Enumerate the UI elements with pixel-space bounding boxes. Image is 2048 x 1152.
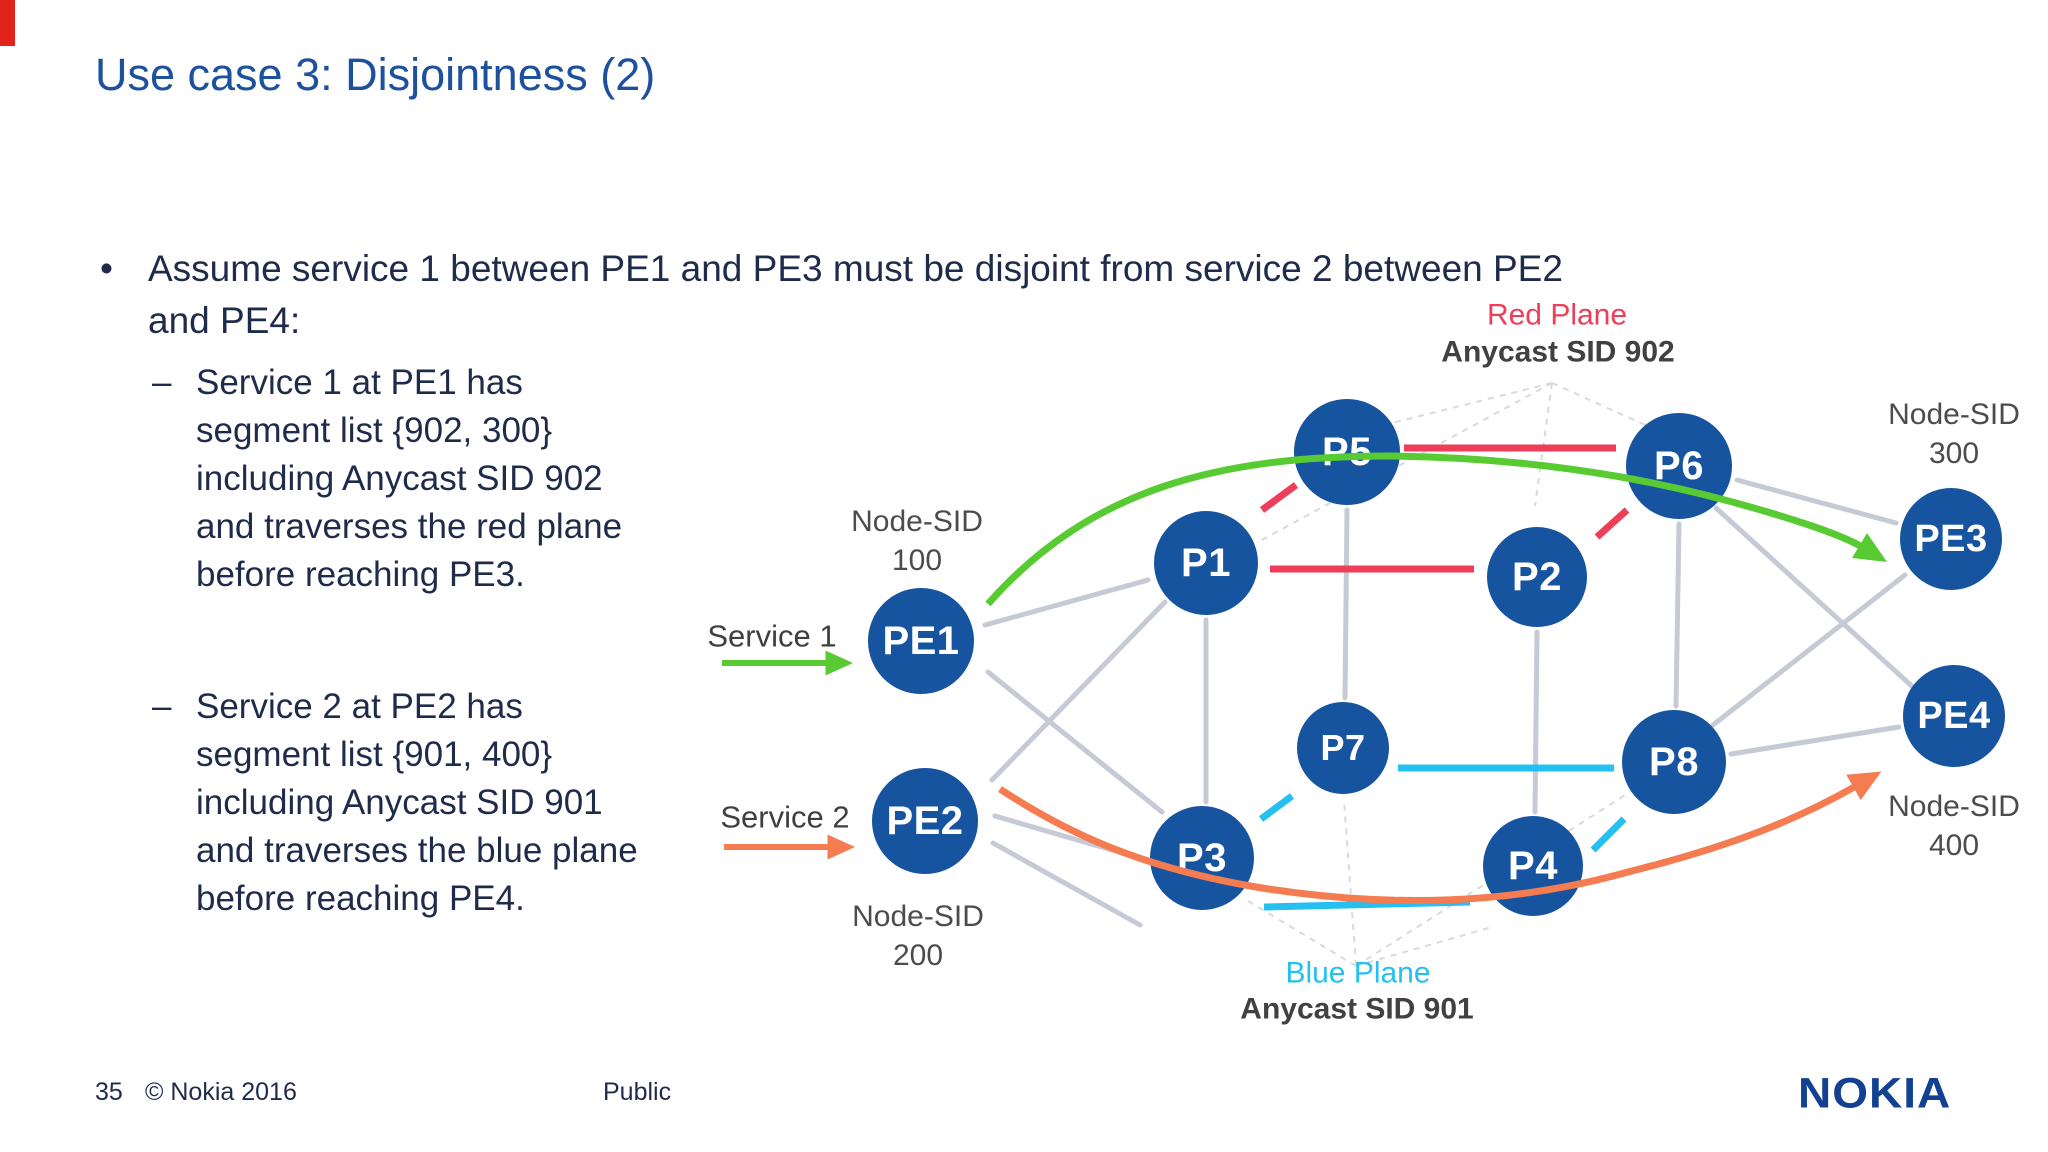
- link-p6-p8: [1673, 521, 1682, 709]
- bullet-line: and traverses the red plane: [196, 507, 623, 546]
- bullet-line: including Anycast SID 902: [196, 459, 603, 498]
- bullet-marker: •: [100, 248, 113, 289]
- bullet-service2: – Service 2 at PE2 has segment list {901…: [152, 683, 638, 923]
- fan-red-p1: [1257, 382, 1553, 543]
- bullet-service1: – Service 1 at PE1 has segment list {902…: [152, 359, 622, 599]
- node-p2: P2: [1487, 527, 1587, 627]
- bullet-line: segment list {902, 300}: [196, 411, 553, 450]
- node-pe4: PE4: [1903, 665, 2005, 767]
- fan-blue-p7: [1343, 799, 1357, 967]
- bullet-line: including Anycast SID 901: [196, 783, 603, 822]
- bullet-line: and traverses the blue plane: [196, 831, 638, 870]
- red-link-p1-p5: [1259, 482, 1299, 513]
- node-sid-200-label: Node-SID 200: [852, 900, 984, 972]
- node-p1: P1: [1154, 511, 1258, 615]
- service1-route-arrow: [985, 452, 1888, 607]
- anycast-sid-902-label: Anycast SID 902: [1441, 335, 1675, 369]
- dash-marker: –: [152, 687, 172, 726]
- gray-links: [982, 477, 1917, 928]
- bullet-main-line: and PE4:: [148, 300, 301, 341]
- fan-blue-p3: [1247, 900, 1357, 967]
- node-p8: P8: [1622, 710, 1726, 814]
- link-pe1-p3: [985, 669, 1165, 815]
- blue-link-p4-p8: [1590, 816, 1627, 853]
- service2-route-arrow: [998, 771, 1882, 905]
- nokia-logo: NOKIA: [1798, 1069, 1952, 1117]
- nokia-red-accent: [0, 0, 15, 46]
- bullet-line: Service 1 at PE1 has: [196, 363, 523, 402]
- node-p5: P5: [1294, 399, 1400, 505]
- blue-plane-label: Blue Plane: [1285, 956, 1431, 990]
- node-sid-300-label: Node-SID 300: [1888, 398, 2020, 470]
- red-plane-links: [1259, 444, 1630, 573]
- copyright-text: © Nokia 2016: [145, 1078, 297, 1106]
- node-sid-400-label: Node-SID 400: [1888, 790, 2020, 862]
- dash-marker: –: [152, 363, 172, 402]
- node-pe2: PE2: [872, 768, 978, 874]
- node-sid-100-label: Node-SID 100: [851, 505, 983, 577]
- link-p6-pe3: [1734, 477, 1899, 526]
- link-pe1-p1: [982, 577, 1151, 628]
- bullet-line: before reaching PE3.: [196, 555, 525, 594]
- link-pe2-p3-low: [990, 840, 1143, 928]
- service2-label: Service 2: [720, 799, 850, 835]
- bullet-line: segment list {901, 400}: [196, 735, 553, 774]
- link-p8-pe4: [1728, 724, 1902, 757]
- bullet-line: Service 2 at PE2 has: [196, 687, 523, 726]
- page-number: 35: [95, 1078, 123, 1106]
- link-p8-pe3: [1710, 572, 1908, 728]
- blue-link-p3-p7: [1258, 793, 1295, 822]
- node-p7: P7: [1297, 702, 1389, 794]
- red-link-p2-p6: [1594, 507, 1630, 540]
- link-p6-pe4: [1713, 505, 1917, 691]
- node-pe3: PE3: [1900, 488, 2002, 590]
- link-p5-p7: [1342, 507, 1350, 701]
- node-p3: P3: [1150, 806, 1254, 910]
- link-p2-p4: [1532, 629, 1540, 815]
- bullet-main-line: Assume service 1 between PE1 and PE3 mus…: [148, 248, 1563, 289]
- anycast-sid-901-label: Anycast SID 901: [1240, 992, 1474, 1026]
- anycast-fan-blue: [1247, 791, 1631, 967]
- bullet-main: • Assume service 1 between PE1 and PE3 m…: [100, 243, 1563, 347]
- classification-text: Public: [603, 1078, 672, 1106]
- red-plane-label: Red Plane: [1486, 298, 1628, 332]
- link-pe2-p1: [989, 599, 1168, 783]
- node-pe1: PE1: [868, 588, 974, 694]
- page-title: Use case 3: Disjointness (2): [95, 49, 656, 100]
- service1-label: Service 1: [707, 618, 837, 654]
- bullet-line: before reaching PE4.: [196, 879, 525, 918]
- node-p6: P6: [1626, 413, 1732, 519]
